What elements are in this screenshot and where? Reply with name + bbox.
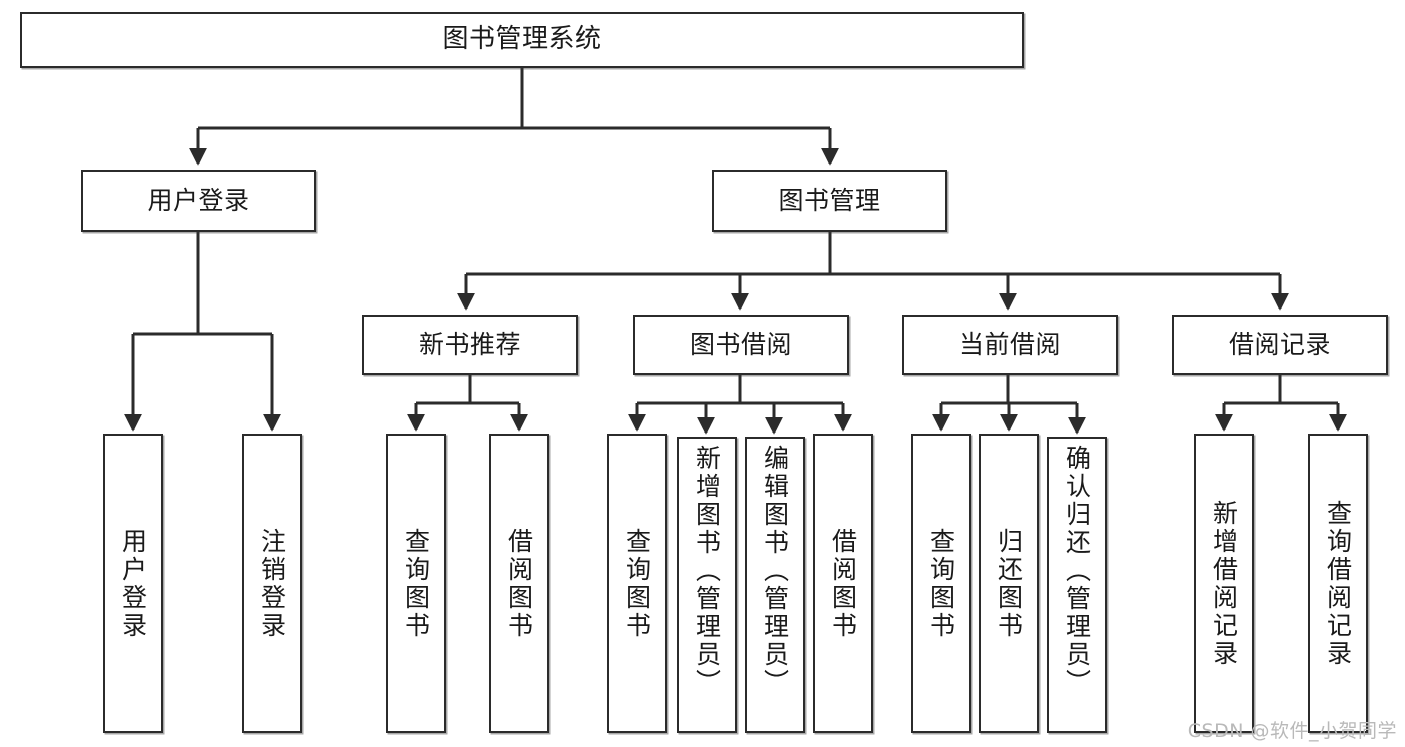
node-label: 查询借阅记录 [1323, 499, 1353, 668]
leaf-book-borrow-edit-book-admin[interactable]: 编辑图书（管理员） [745, 437, 805, 733]
node-label: 图书借阅 [689, 330, 792, 359]
leaf-current-borrow-confirm-return-admin[interactable]: 确认归还（管理员） [1047, 437, 1107, 733]
leaf-current-borrow-query-books[interactable]: 查询图书 [911, 434, 971, 733]
node-new-book-recommendation[interactable]: 新书推荐 [362, 315, 578, 375]
node-label: 新增借阅记录 [1209, 499, 1239, 668]
node-label: 归还图书 [994, 527, 1024, 640]
node-book-borrowing[interactable]: 图书借阅 [633, 315, 849, 375]
leaf-user-login-logout[interactable]: 注销登录 [242, 434, 302, 733]
leaf-book-borrow-add-book-admin[interactable]: 新增图书（管理员） [677, 437, 737, 733]
leaf-borrow-record-add-record[interactable]: 新增借阅记录 [1194, 434, 1254, 733]
node-label: 图书管理系统 [442, 24, 602, 55]
leaf-book-borrow-borrow-books[interactable]: 借阅图书 [813, 434, 873, 733]
leaf-current-borrow-return-books[interactable]: 归还图书 [979, 434, 1039, 733]
node-root-book-management-system[interactable]: 图书管理系统 [20, 12, 1024, 68]
node-label: 当前借阅 [958, 330, 1061, 359]
csdn-watermark: CSDN @软件_小贺同学 [1187, 720, 1397, 742]
node-label: 用户登录 [147, 186, 250, 215]
node-label: 编辑图书（管理员） [760, 445, 790, 697]
node-label: 查询图书 [926, 527, 956, 640]
leaf-book-borrow-query-books[interactable]: 查询图书 [607, 434, 667, 733]
node-label: 借阅图书 [504, 527, 534, 640]
node-label: 图书管理 [778, 186, 881, 215]
node-label: 查询图书 [401, 527, 431, 640]
node-label: 新书推荐 [418, 330, 521, 359]
leaf-new-book-query-books[interactable]: 查询图书 [386, 434, 446, 733]
node-label: 确认归还（管理员） [1062, 445, 1092, 697]
leaf-borrow-record-query-record[interactable]: 查询借阅记录 [1308, 434, 1368, 733]
node-label: 注销登录 [257, 527, 287, 640]
node-label: 借阅记录 [1228, 330, 1331, 359]
node-label: 查询图书 [622, 527, 652, 640]
node-label: 新增图书（管理员） [692, 445, 722, 697]
node-borrowing-record[interactable]: 借阅记录 [1172, 315, 1388, 375]
node-book-management[interactable]: 图书管理 [712, 170, 947, 232]
node-user-login[interactable]: 用户登录 [81, 170, 316, 232]
node-label: 借阅图书 [828, 527, 858, 640]
node-current-borrowing[interactable]: 当前借阅 [902, 315, 1118, 375]
leaf-new-book-borrow-books[interactable]: 借阅图书 [489, 434, 549, 733]
leaf-user-login-login[interactable]: 用户登录 [103, 434, 163, 733]
node-label: 用户登录 [118, 527, 148, 640]
